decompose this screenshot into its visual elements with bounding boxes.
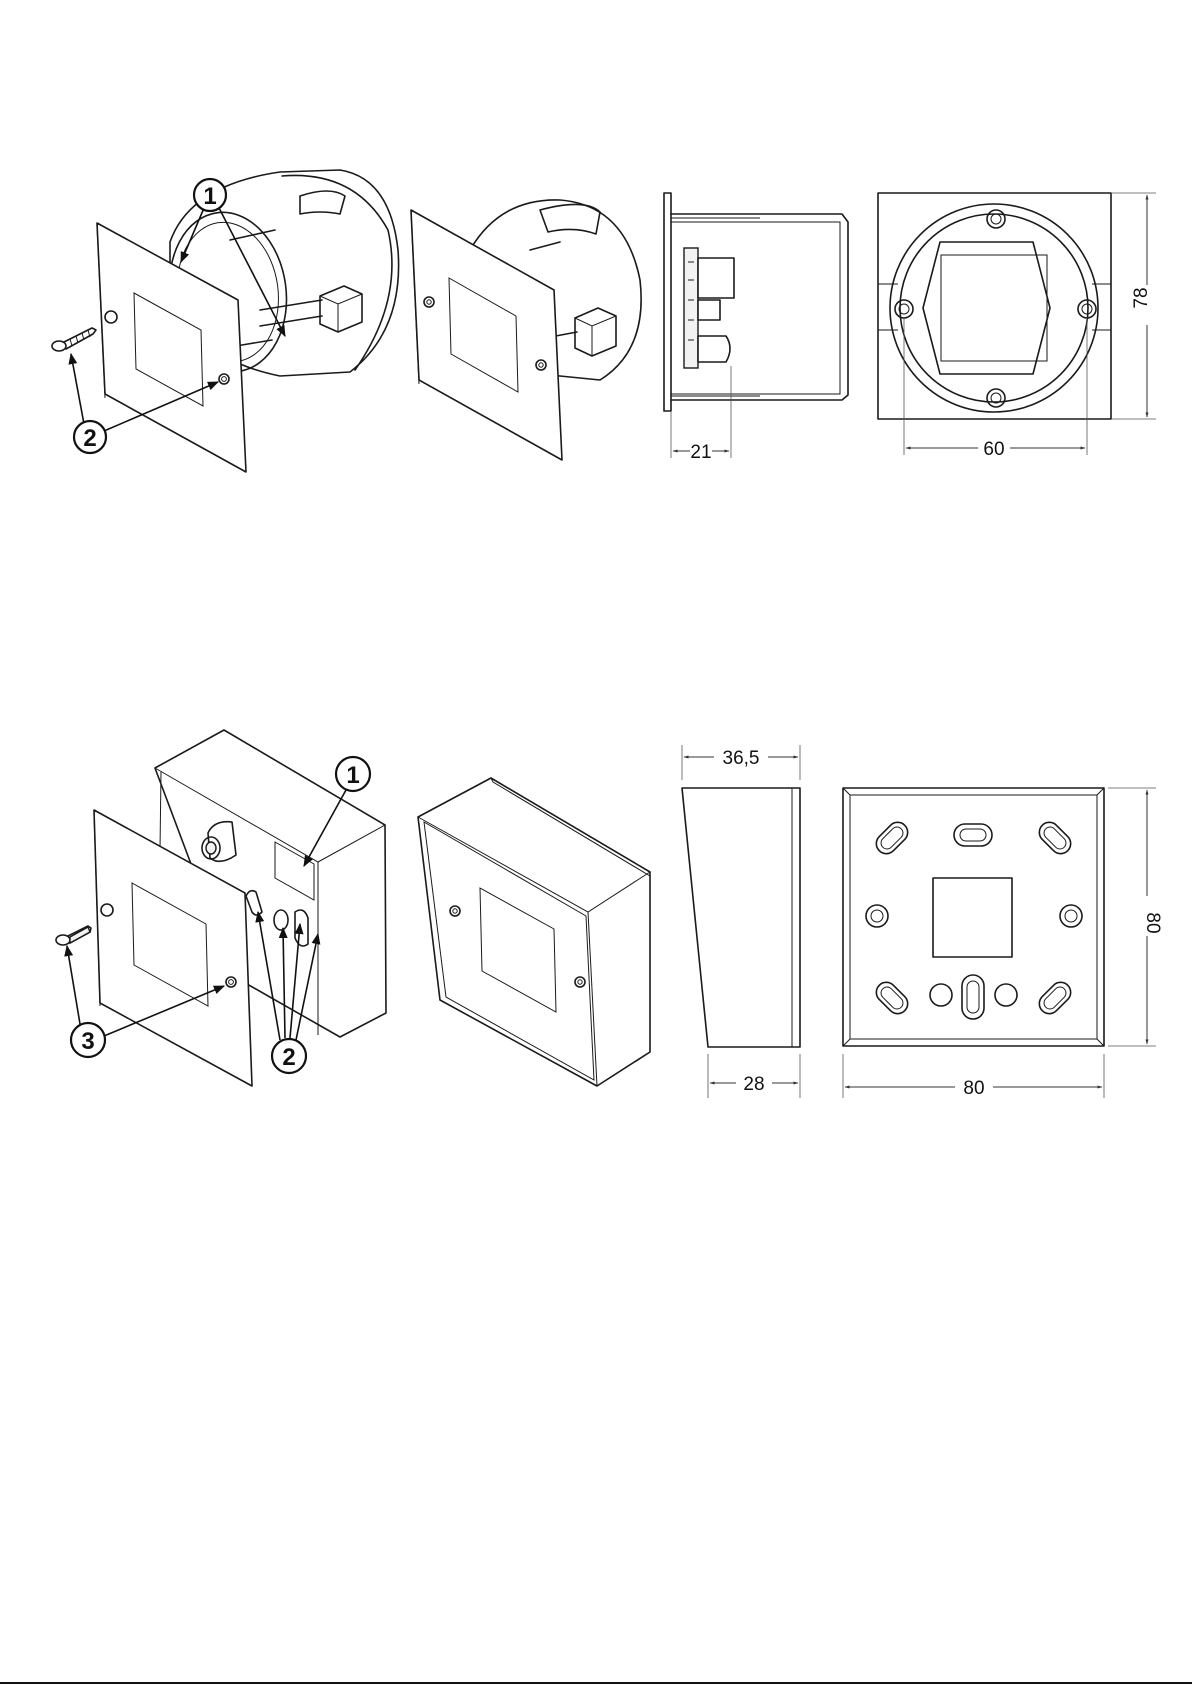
dimension-height-label: 78	[1131, 287, 1152, 308]
surface-box-side-view: 36,5 28	[682, 745, 800, 1098]
dimension-depth-label: 21	[690, 442, 711, 463]
flush-box-assembled-view	[411, 200, 641, 460]
svg-text:2: 2	[282, 1044, 295, 1071]
dimension-width-label: 60	[983, 439, 1004, 460]
dimension-width-label: 80	[963, 1078, 984, 1099]
surface-box-back-view: 80 80	[843, 788, 1163, 1099]
screw-icon	[56, 926, 91, 945]
dimension-top-depth-label: 36,5	[723, 748, 760, 769]
svg-text:2: 2	[83, 425, 96, 452]
figure-2-surface-mount: 36,5 28	[56, 730, 1163, 1099]
screw-icon	[52, 328, 96, 351]
flush-box-exploded-view	[52, 170, 399, 472]
figure-1-flush-mount: 21 60	[52, 170, 1156, 472]
svg-text:1: 1	[203, 183, 216, 210]
flush-box-front-view: 60 78	[878, 193, 1156, 460]
dimension-height-label: 80	[1142, 912, 1163, 933]
surface-box-assembled-view	[418, 778, 650, 1086]
svg-text:3: 3	[81, 1028, 94, 1055]
svg-text:1: 1	[346, 762, 359, 789]
surface-box-exploded-view	[56, 730, 386, 1086]
dimension-bottom-depth-label: 28	[743, 1074, 764, 1095]
flush-box-side-view: 21	[664, 193, 848, 463]
